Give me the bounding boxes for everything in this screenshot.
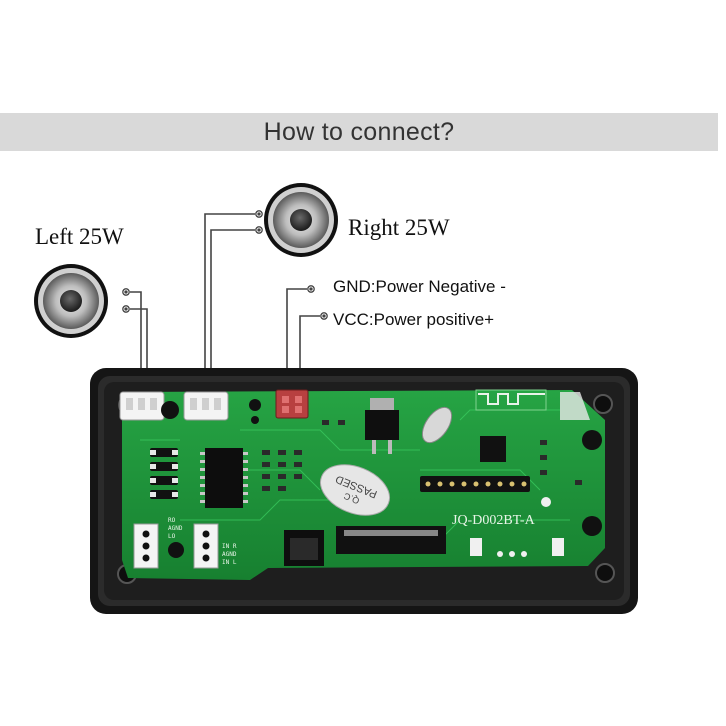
wires [130,213,320,370]
right-speaker-label: Right 25W [348,215,450,240]
left-speaker-label: Left 25W [35,224,124,249]
svg-text:RO: RO [168,517,176,524]
svg-text:IN L: IN L [222,559,237,566]
left-speaker-icon [34,264,108,338]
board-model-label: JQ-D002BT-A [452,513,536,528]
qc-sticker: PASSED Q.C [320,464,390,516]
vcc-pin-label: VCC:Power positive+ [333,310,495,329]
banner-title: How to connect? [263,117,455,146]
right-speaker-icon [264,183,338,257]
svg-text:AGND: AGND [168,525,183,532]
svg-text:LO: LO [168,533,176,540]
gnd-pin-label: GND:Power Negative - [333,277,506,296]
svg-text:AGND: AGND [222,551,237,558]
wire-terminals [122,210,328,320]
title-banner: How to connect? [0,113,718,151]
svg-text:IN R: IN R [222,543,237,550]
